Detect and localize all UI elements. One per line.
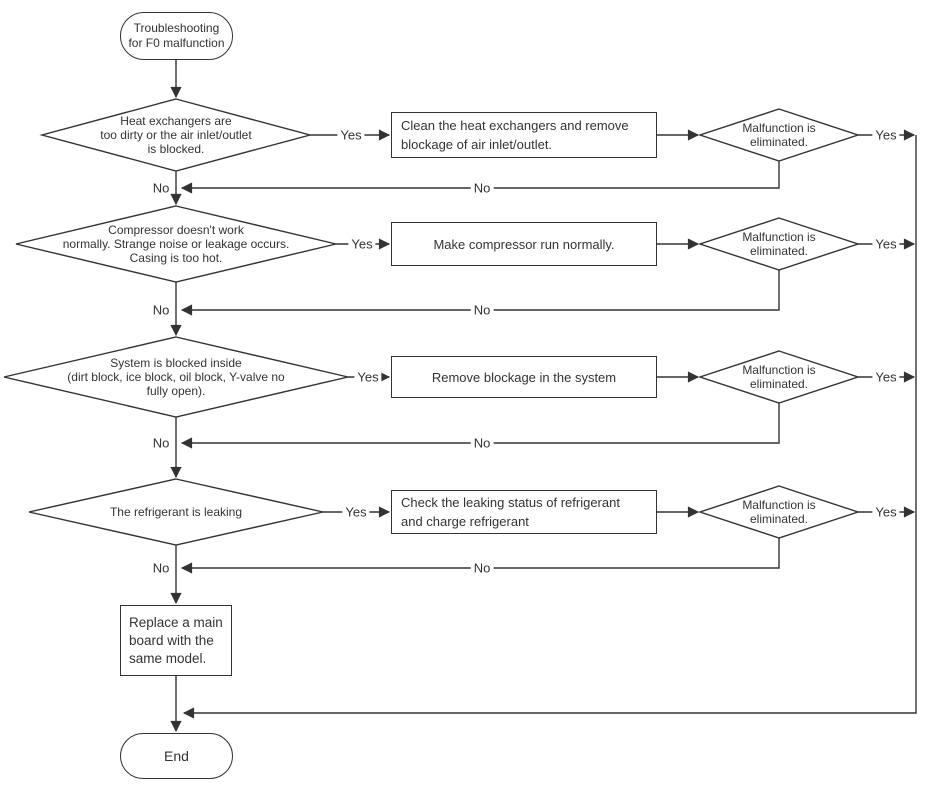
action3-box: Remove blockage in the system: [391, 356, 657, 398]
yes-label-row1: Yes: [337, 127, 365, 143]
decision1-diamond-shape: [39, 98, 313, 172]
end-terminator: End: [120, 733, 233, 779]
decision4-diamond-shape: [28, 478, 324, 546]
action2-box: Make compressor run normally.: [391, 222, 657, 266]
start-label: Troubleshooting for F0 malfunction: [128, 21, 225, 50]
decision3-diamond-shape: [3, 336, 349, 418]
no-label-left-row3: No: [152, 435, 170, 451]
no-label-mid-row2: No: [470, 302, 494, 318]
no-label-left-row2: No: [152, 302, 170, 318]
no-label-left-row4: No: [152, 560, 170, 576]
connector-lines: [170, 60, 917, 733]
fallback-box: Replace a main board with the same model…: [120, 605, 232, 676]
action4-box: Check the leaking status of refrigerant …: [391, 490, 657, 534]
action3-label: Remove blockage in the system: [431, 369, 617, 385]
no-label-mid-row1: No: [470, 180, 494, 196]
start-terminator: Troubleshooting for F0 malfunction: [120, 12, 233, 60]
no-label-left-row1: No: [152, 180, 170, 196]
action1-box: Clean the heat exchangers and remove blo…: [391, 112, 657, 158]
yes-label-check2: Yes: [872, 236, 900, 252]
yes-label-check1: Yes: [872, 127, 900, 143]
no-return-row4: [180, 538, 780, 574]
action4-label: Check the leaking status of refrigerant …: [401, 495, 620, 529]
no-label-mid-row4: No: [470, 560, 494, 576]
yes-label-row2: Yes: [348, 236, 376, 252]
right-rail-to-end: [182, 135, 917, 719]
no-return-row1: [180, 161, 780, 194]
decision2-diamond-shape: [15, 205, 337, 283]
decision-diamonds: [3, 98, 861, 546]
check3-diamond-shape: [697, 350, 861, 404]
no-return-row2: [180, 270, 780, 316]
check4-diamond-shape: [697, 485, 861, 539]
action2-label: Make compressor run normally.: [433, 236, 615, 252]
fallback-label: Replace a main board with the same model…: [129, 615, 223, 666]
check1-diamond-shape: [697, 108, 861, 162]
yes-label-row3: Yes: [354, 369, 382, 385]
no-label-mid-row3: No: [470, 435, 494, 451]
action1-label: Clean the heat exchangers and remove blo…: [401, 118, 629, 152]
yes-label-check4: Yes: [872, 504, 900, 520]
check2-diamond-shape: [697, 217, 861, 271]
yes-label-row4: Yes: [342, 504, 370, 520]
yes-label-check3: Yes: [872, 369, 900, 385]
end-label: End: [164, 747, 189, 764]
no-return-row3: [180, 403, 780, 449]
